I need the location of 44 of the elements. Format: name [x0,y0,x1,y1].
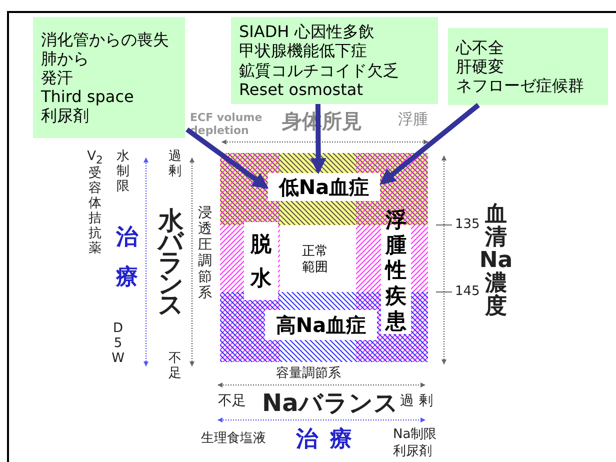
condition-text: 脱水 [250,231,272,292]
axis-label: 不足 [168,352,182,382]
condition-text: 低Na血症 [278,175,370,199]
tick-label: 145 [455,284,480,299]
tick-label: 135 [455,217,480,232]
treatment-text: Na制限 [393,426,437,443]
axis-title: Naバランス [262,388,398,419]
axis-label: 浮腫 [398,110,428,129]
cause-text: 心不全 [456,38,504,57]
axis-label: 過剰 [400,392,438,410]
axis-title: 水バランス [157,210,185,315]
cause-text: Third space [41,87,134,106]
cause-text: 鉱質コルチコイド欠乏 [239,60,399,80]
cause-list-box [448,28,608,105]
cause-text: 利尿剤 [41,106,89,126]
region-label [268,173,380,201]
treatment-text: V$_{2}$受容体拮抗薬 [86,150,104,257]
cause-text: ネフローゼ症候群 [456,76,584,96]
cause-text: 肝硬変 [456,56,504,76]
treatment-text: 水制限 [116,150,130,195]
cause-text: 発汗 [41,68,73,88]
cause-text: SIADH 心因性多飲 [239,22,374,42]
axis-title: 治療 [296,426,364,454]
axis-title: 血清Na濃度 [479,203,514,318]
cause-list-box [231,17,438,104]
axis-label: 容量調節系 [276,365,341,382]
axis-label: 不足 [218,392,246,410]
arrow [380,103,480,185]
cause-text: Reset osmostat [239,80,363,99]
axis-label: 浸透圧調節系 [197,205,213,302]
cause-text: 消化管からの喪失 [41,30,169,49]
region-label [244,222,278,300]
axis-title: 治療 [115,224,139,292]
treatment-text: D5W [111,322,125,367]
cause-list-box [33,17,185,138]
cause-text: 肺から [41,48,89,68]
cause-text: 甲状腺機能低下症 [239,41,367,60]
condition-text: 高Na血症 [276,313,366,337]
arrow [186,128,269,190]
region-label [265,310,377,340]
condition-text: 正常範囲 [301,244,329,276]
treatment-text: 生理食塩液 [201,430,266,447]
treatment-text: 利尿剤 [393,443,432,460]
axis-label: 過剰 [168,150,182,180]
